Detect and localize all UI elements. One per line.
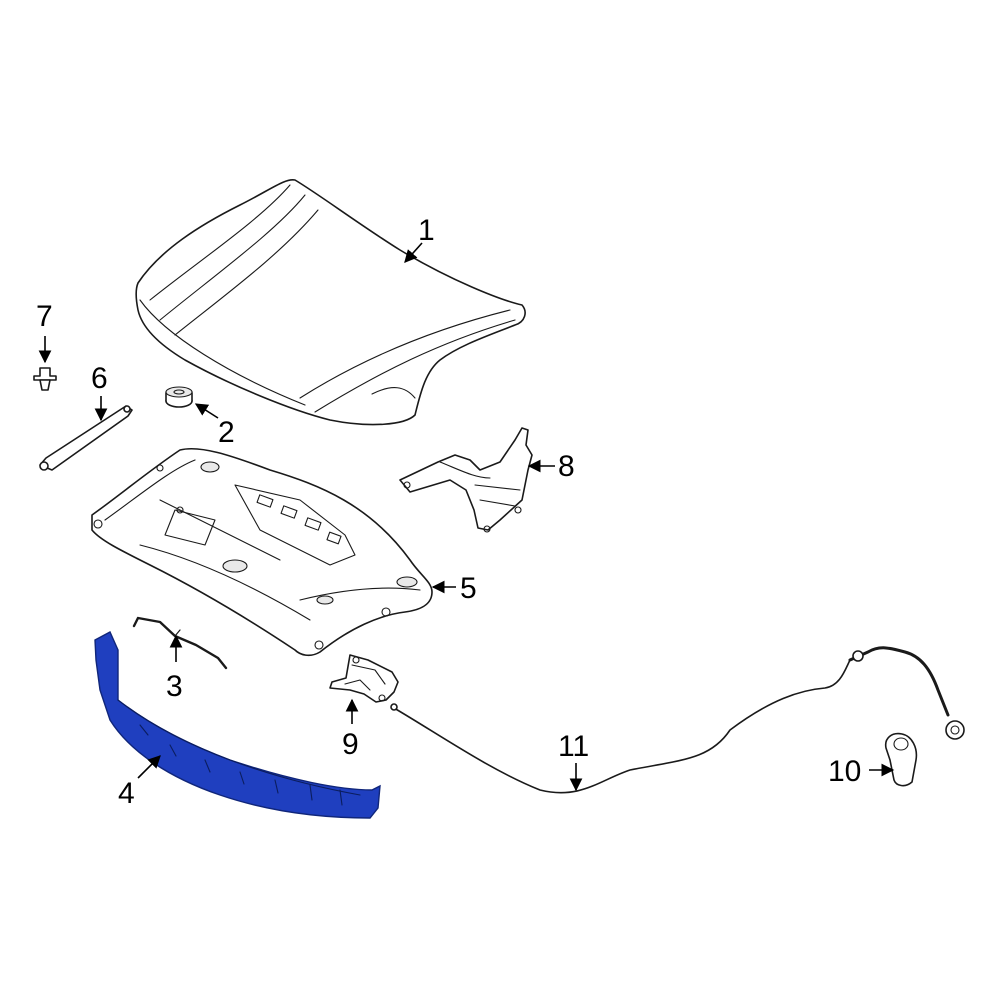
release-cable-part[interactable] [390,646,965,794]
insulator-part[interactable] [91,447,433,657]
callout-2: 2 [218,416,235,449]
hood-part[interactable] [135,179,526,426]
front-seal-part[interactable] [94,631,381,819]
bumper-stop-part[interactable] [165,386,193,408]
callout-1: 1 [418,214,435,247]
callout-11: 11 [558,730,589,763]
latch-part[interactable] [329,654,399,703]
clip-part[interactable] [33,367,57,391]
callout-7: 7 [36,300,53,333]
support-rod-part[interactable] [39,405,133,471]
callout-4: 4 [118,777,135,810]
bracket-part[interactable] [399,427,533,533]
callout-8: 8 [558,450,575,483]
callout-3: 3 [166,670,183,703]
callout-6: 6 [91,362,108,395]
wire-part[interactable] [132,616,228,670]
leader-2 [194,403,219,419]
callout-5: 5 [460,572,477,605]
release-handle-part[interactable] [884,732,918,787]
callout-9: 9 [342,728,359,761]
leader-1 [404,242,423,263]
leader-4 [137,755,161,779]
callout-10: 10 [828,755,861,788]
